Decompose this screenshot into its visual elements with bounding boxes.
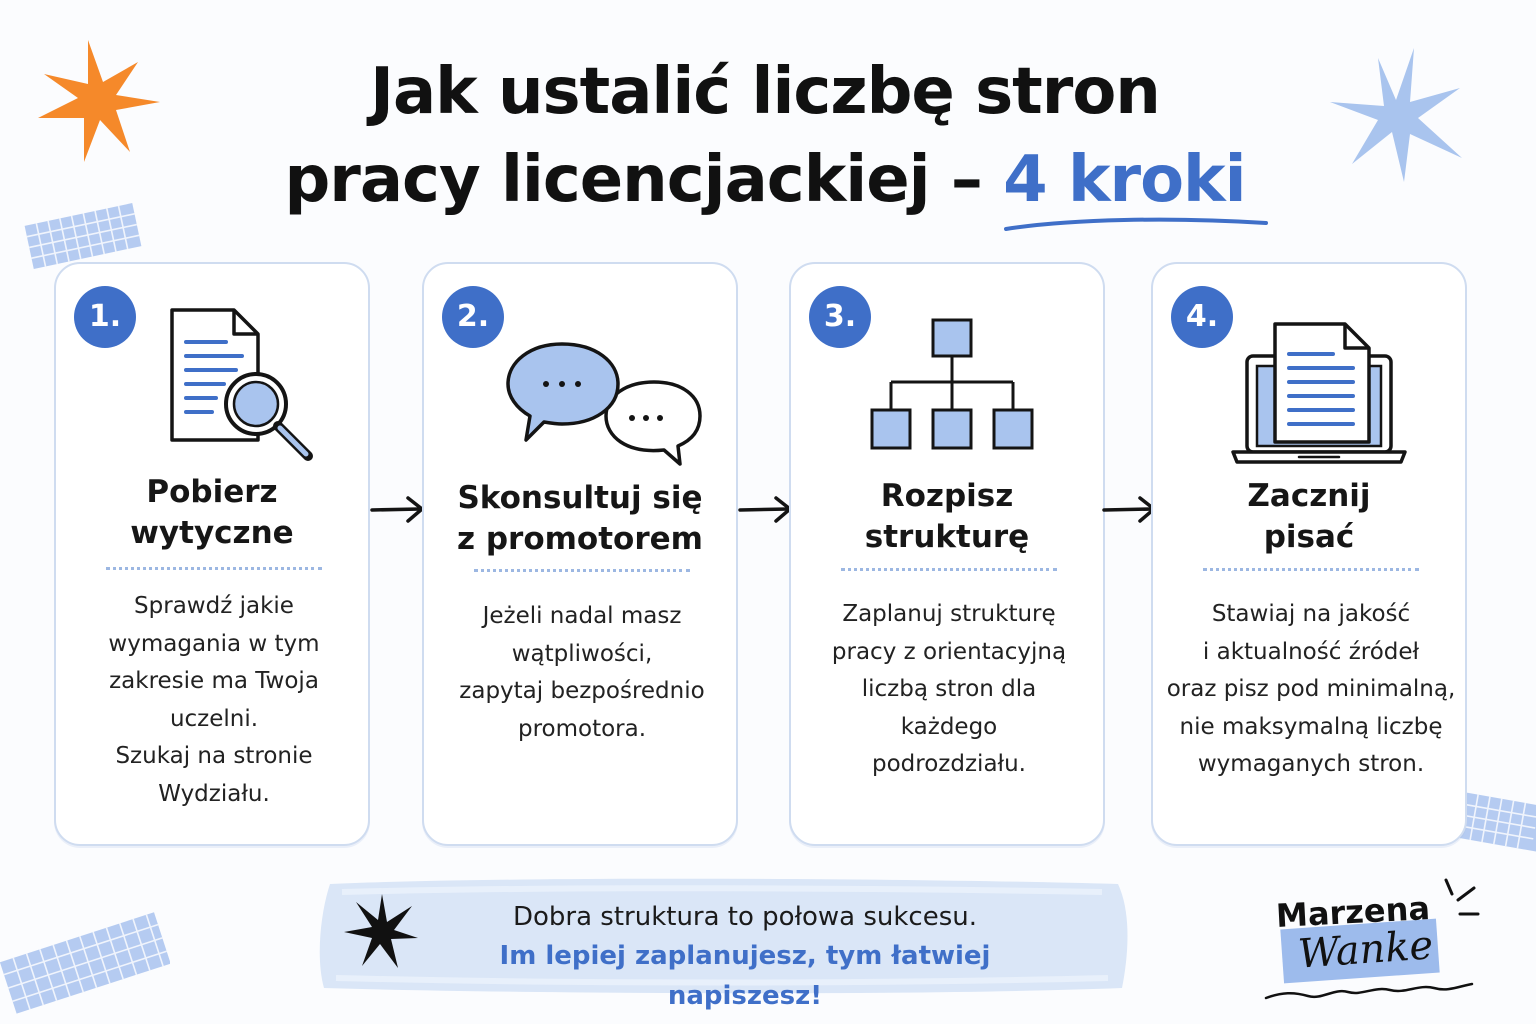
step-card-4: 4. Zacznij pisać Stawiaj na jakość i akt… — [1151, 262, 1467, 846]
step-description: Jeżeli nadal masz wątpliwości, zapytaj b… — [434, 598, 730, 748]
step-title: Zacznij pisać — [1153, 476, 1465, 558]
banner-brush-background — [319, 878, 1128, 994]
step-text-line: zapytaj bezpośrednio — [459, 678, 705, 704]
orange-star-decoration — [38, 40, 160, 162]
step-text-line: wymaganych stron. — [1197, 751, 1425, 777]
title-accent: 4 kroki — [1003, 143, 1246, 217]
page-title: Jak ustalić liczbę stron pracy licencjac… — [230, 48, 1300, 224]
step-text-line: promotora. — [517, 715, 647, 742]
logo-squiggle-underline — [1264, 982, 1474, 1000]
step-title: Skonsultuj się z promotorem — [424, 478, 736, 560]
title-line-2-main: pracy licencjackiej – — [284, 143, 1004, 217]
step-number-badge: 1. — [74, 286, 136, 348]
step-text-line: zakresie ma Twoja — [109, 668, 319, 694]
chat-bubbles-icon — [506, 342, 702, 466]
title-line-2: pracy licencjackiej – 4 kroki — [230, 136, 1300, 224]
tape-decoration-top-left — [24, 203, 142, 269]
step-text-line: Wydziału. — [158, 780, 270, 807]
step-text-line: podrozdziału. — [872, 751, 1026, 777]
step-description: Sprawdź jakie wymagania w tym zakresie m… — [66, 588, 362, 813]
dotted-divider — [474, 569, 690, 572]
step-number-badge: 2. — [442, 286, 504, 348]
dotted-divider — [841, 568, 1057, 571]
banner-text-line-2: Im lepiej zaplanujesz, tym łatwiej napis… — [499, 941, 991, 1011]
dotted-divider — [106, 567, 322, 570]
tape-decoration-bottom-left — [0, 912, 170, 1014]
arrow-right-icon — [370, 496, 424, 523]
step-title-line-1: Pobierz — [146, 474, 278, 510]
step-title-line-1: Skonsultuj się — [457, 480, 703, 516]
step-text-line: wymagania w tym — [108, 630, 320, 657]
document-search-icon — [170, 308, 313, 461]
laptop-document-icon — [1231, 322, 1407, 464]
step-card-1: 1. Pobierz wytyczne Sprawdź jakie wymaga… — [54, 262, 370, 846]
step-text-line: i aktualność źródeł — [1202, 638, 1420, 665]
step-title-line-1: Rozpisz — [880, 478, 1014, 514]
step-title: Pobierz wytyczne — [56, 472, 368, 554]
step-number-badge: 3. — [809, 286, 871, 348]
step-card-3: 3. Rozpisz strukturę Zaplanuj strukturę … — [789, 262, 1105, 846]
title-underline-decoration — [1004, 217, 1268, 231]
step-card-2: 2. Skonsultuj się z promotorem Jeżeli na… — [422, 262, 738, 846]
step-text-line: Zaplanuj strukturę — [842, 601, 1056, 627]
step-text-line: liczbą stron dla — [861, 676, 1037, 702]
blue-star-decoration — [1330, 48, 1462, 182]
arrow-right-icon — [738, 496, 792, 523]
logo-sparkle-icon — [1444, 878, 1480, 916]
step-title-line-2: pisać — [1263, 519, 1355, 555]
step-description: Zaplanuj strukturę pracy z orientacyjną … — [801, 596, 1097, 784]
arrow-right-icon — [1102, 496, 1156, 523]
step-text-line: Jeżeli nadal masz — [482, 603, 682, 629]
step-text-line: Sprawdź jakie — [134, 593, 294, 619]
step-text-line: oraz pisz pod minimalną, — [1166, 676, 1456, 702]
step-description: Stawiaj na jakość i aktualność źródeł or… — [1157, 596, 1465, 784]
step-title-line-2: wytyczne — [130, 515, 294, 551]
step-number-badge: 4. — [1171, 286, 1233, 348]
banner-text-line-1: Dobra struktura to połowa sukcesu. — [512, 902, 978, 932]
step-text-line: wątpliwości, — [511, 640, 653, 667]
step-title-line-1: Zacznij — [1247, 478, 1371, 514]
step-text-line: Szukaj na stronie — [115, 743, 313, 769]
step-text-line: Stawiaj na jakość — [1211, 601, 1411, 627]
step-text-line: uczelni. — [169, 705, 259, 732]
step-text-line: każdego — [900, 713, 998, 740]
hierarchy-icon — [870, 318, 1034, 450]
step-title: Rozpisz strukturę — [791, 476, 1103, 558]
dotted-divider — [1203, 568, 1419, 571]
black-star-icon — [344, 894, 418, 968]
logo-last-name: Wanke — [1296, 922, 1435, 978]
step-text-line: pracy z orientacyjną — [831, 638, 1067, 665]
step-title-line-2: z promotorem — [457, 521, 703, 557]
step-title-line-2: strukturę — [864, 519, 1030, 555]
step-text-line: nie maksymalną liczbę — [1179, 713, 1443, 740]
title-line-1: Jak ustalić liczbę stron — [370, 55, 1161, 129]
